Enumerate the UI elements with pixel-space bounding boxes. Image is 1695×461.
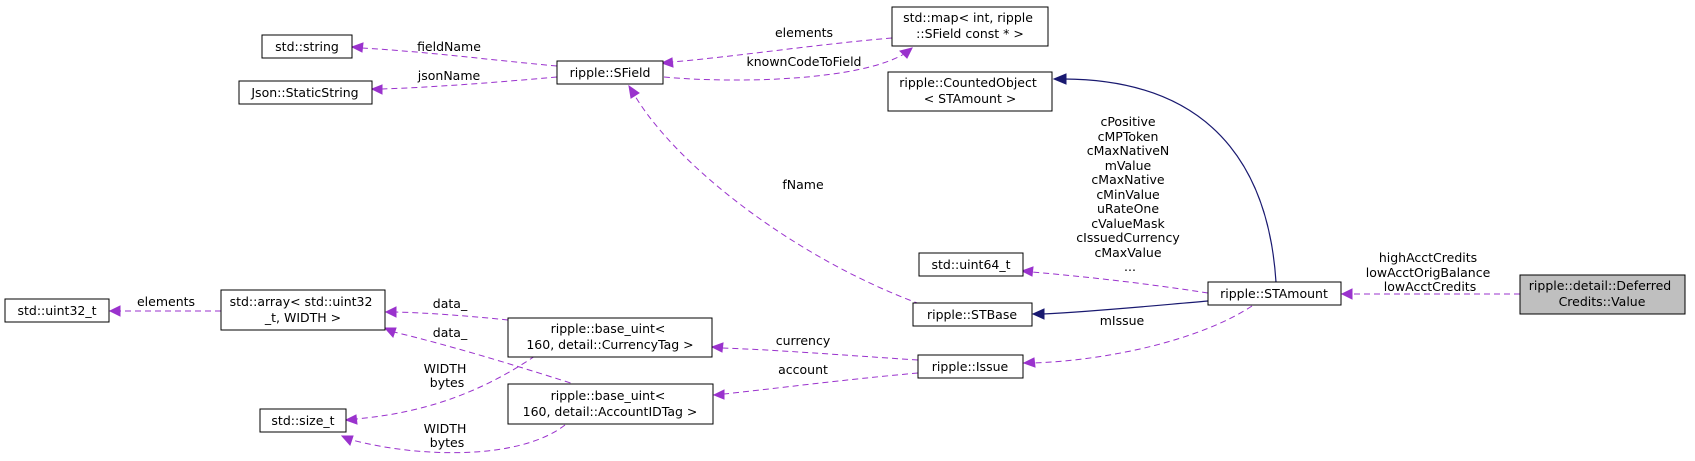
edge-stamount-to-uint64 (1031, 271, 1209, 294)
arrowhead-currency (710, 342, 724, 353)
arrowhead-array-account (383, 327, 397, 338)
node-std-map[interactable]: std::map< int, ripple ::SField const * > (891, 6, 1049, 47)
svg-text:ripple::CountedObject: ripple::CountedObject < STAmount > (899, 75, 1041, 106)
svg-text:std::uint64_t: std::uint64_t (931, 257, 1010, 272)
edges (108, 37, 1520, 454)
label-data-account: data_ (433, 325, 468, 340)
label-width-bytes-account: WIDTH bytes (424, 421, 471, 450)
arrowhead-uint64 (1020, 266, 1034, 277)
arrowhead-stamount (1340, 288, 1353, 300)
arrowhead-size-t-currency (344, 414, 358, 425)
node-std-string[interactable]: std::string (261, 34, 353, 59)
arrowhead-account (712, 389, 725, 400)
node-stbase[interactable]: ripple::STBase (912, 302, 1033, 327)
edge-issue-to-currency (721, 347, 919, 361)
node-json-staticstring[interactable]: Json::StaticString (238, 80, 373, 105)
svg-text:std::string: std::string (275, 39, 339, 54)
svg-text:Json::StaticString: Json::StaticString (250, 85, 358, 100)
label-data-currency: data_ (433, 296, 468, 311)
edge-sfield-to-std-string (361, 47, 558, 67)
svg-text:ripple::STAmount: ripple::STAmount (1220, 286, 1328, 301)
node-base-uint-currency[interactable]: ripple::base_uint< 160, detail::Currency… (507, 317, 713, 358)
node-counted-object[interactable]: ripple::CountedObject < STAmount > (887, 71, 1053, 112)
node-issue[interactable]: ripple::Issue (917, 354, 1024, 379)
nodes: std::string Json::StaticString ripple::S… (4, 6, 1686, 433)
node-std-array[interactable]: std::array< std::uint32 _t, WIDTH > (220, 289, 386, 331)
label-json-name: jsonName (417, 68, 481, 83)
label-account: account (778, 362, 828, 377)
label-credits-members: highAcctCredits lowAcctOrigBalance lowAc… (1366, 250, 1495, 294)
svg-text:std::map< int, ripple: std::map< int, ripple ::SField const * > (903, 10, 1037, 41)
arrowhead-counted-object (1052, 73, 1067, 85)
edge-map-to-sfield (671, 37, 893, 63)
label-stamount-members: cPositive cMPToken cMaxNativeN mValue cM… (1076, 114, 1183, 274)
label-field-name: fieldName (417, 39, 481, 54)
arrowhead-uint32 (108, 305, 121, 317)
label-m-issue: mIssue (1100, 313, 1145, 328)
edge-currency-to-array (395, 311, 509, 321)
label-known-code-to-field: knownCodeToField (747, 54, 862, 69)
svg-text:std::array< std::uint32: std::array< std::uint32 _t, WIDTH > (230, 294, 377, 325)
svg-text:ripple::Issue: ripple::Issue (932, 359, 1009, 374)
label-map-elements: elements (775, 25, 833, 40)
arrowhead-array-currency (384, 306, 397, 318)
svg-text:ripple::SField: ripple::SField (570, 65, 651, 80)
svg-text:ripple::base_uint< 160: ripple::base_uint< 160, detail::AccountI… (523, 388, 698, 419)
label-currency: currency (776, 333, 831, 348)
arrowhead-sfield-elements (660, 57, 674, 68)
node-base-uint-account[interactable]: ripple::base_uint< 160, detail::AccountI… (507, 383, 714, 425)
svg-text:ripple::base_uint< 160: ripple::base_uint< 160, detail::Currency… (526, 321, 693, 352)
label-width-bytes-array: WIDTH bytes (424, 361, 471, 390)
svg-text:std::uint32_t: std::uint32_t (17, 303, 96, 318)
edge-sfield-to-map (663, 53, 905, 81)
node-std-uint32[interactable]: std::uint32_t (4, 298, 110, 323)
svg-text:ripple::STBase: ripple::STBase (927, 307, 1017, 322)
edge-stamount-to-stbase (1042, 300, 1209, 315)
node-std-uint64[interactable]: std::uint64_t (918, 252, 1024, 277)
edge-currency-to-size-t (355, 355, 536, 420)
arrowhead-json-staticstring (370, 84, 383, 95)
edge-account-to-array (393, 331, 581, 387)
edge-stbase-to-sfield (634, 95, 921, 305)
arrowhead-std-string (350, 42, 364, 53)
svg-text:std::size_t: std::size_t (271, 413, 334, 428)
node-deferred-credits-value[interactable]: ripple::detail::Deferred Credits::Value (1519, 274, 1686, 315)
edge-stamount-to-issue (1033, 305, 1253, 364)
edge-sfield-to-json-staticstring (381, 76, 558, 90)
node-std-size-t[interactable]: std::size_t (259, 408, 347, 433)
edge-labels: fieldName jsonName elements knownCodeToF… (137, 25, 1495, 450)
node-stamount[interactable]: ripple::STAmount (1207, 281, 1342, 306)
node-sfield[interactable]: ripple::SField (556, 60, 664, 85)
arrowhead-issue (1022, 357, 1036, 368)
label-array-elements: elements (137, 294, 195, 309)
edge-account-to-size-t (351, 424, 566, 454)
arrowhead-map-knowncode (899, 47, 913, 59)
svg-text:ripple::detail::Deferred: ripple::detail::Deferred Credits::Value (1529, 278, 1675, 309)
edge-stamount-to-counted-object (1063, 78, 1277, 283)
label-f-name: fName (782, 177, 824, 192)
arrowhead-size-t-account (340, 435, 354, 446)
edge-issue-to-account (723, 372, 919, 395)
arrowhead-sfield-fname (628, 84, 640, 99)
arrowhead-stbase (1031, 308, 1045, 320)
